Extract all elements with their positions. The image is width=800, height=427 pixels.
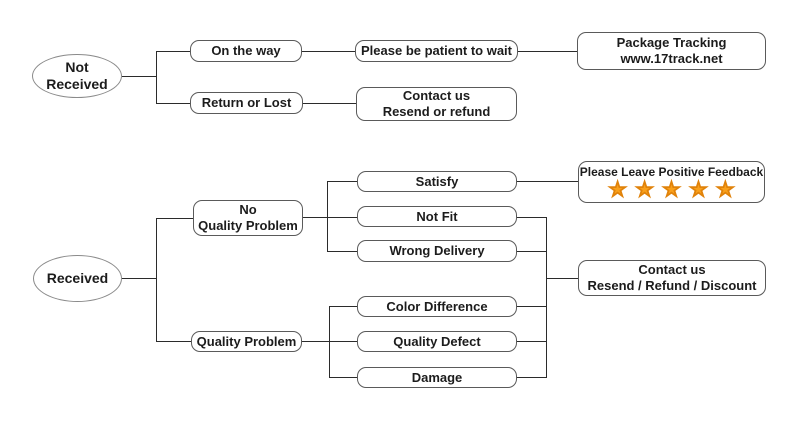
connector-line xyxy=(517,251,547,252)
node-on-the-way: On the way xyxy=(190,40,302,62)
contact-us-2-label-line1: Contact us xyxy=(638,262,706,277)
connector-line xyxy=(327,217,357,218)
connector-line xyxy=(517,341,547,342)
not-fit-label: Not Fit xyxy=(416,208,458,224)
connector-line xyxy=(156,103,190,104)
received-label: Received xyxy=(46,270,109,286)
node-return-or-lost: Return or Lost xyxy=(190,92,303,114)
connector-line xyxy=(302,51,355,52)
node-wrong-delivery: Wrong Delivery xyxy=(357,240,517,262)
connector-line xyxy=(518,51,577,52)
package-tracking-label-line2: www.17track.net xyxy=(620,51,723,66)
node-contact-us-resend-refund-discount: Contact us Resend / Refund / Discount xyxy=(578,260,766,296)
return-or-lost-label: Return or Lost xyxy=(201,95,292,110)
wrong-delivery-label: Wrong Delivery xyxy=(389,243,485,258)
connector-line xyxy=(546,217,547,378)
node-contact-us-resend-refund: Contact us Resend or refund xyxy=(356,87,517,121)
node-satisfy: Satisfy xyxy=(357,171,517,192)
not-received-label-line1: Not xyxy=(65,59,89,75)
star-icon: ★ xyxy=(662,178,681,201)
positive-feedback-label: Please Leave Positive Feedback xyxy=(579,164,764,179)
connector-line xyxy=(327,251,357,252)
please-be-patient-label: Please be patient to wait xyxy=(361,43,512,58)
contact-us-label-line1: Contact us xyxy=(402,88,471,103)
node-color-difference: Color Difference xyxy=(357,296,517,317)
five-star-rating: ★ ★ ★ ★ ★ xyxy=(608,178,735,201)
connector-line xyxy=(546,278,578,279)
node-damage: Damage xyxy=(357,367,517,388)
node-positive-feedback: Please Leave Positive Feedback ★ ★ ★ ★ ★ xyxy=(578,161,765,203)
connector-line xyxy=(122,278,156,279)
connector-line xyxy=(122,76,156,77)
node-no-quality-problem: No Quality Problem xyxy=(193,200,303,236)
connector-line xyxy=(156,341,191,342)
star-icon: ★ xyxy=(716,178,735,201)
contact-us-2-label-line2: Resend / Refund / Discount xyxy=(587,278,757,293)
connector-line xyxy=(327,181,328,252)
connector-line xyxy=(517,181,578,182)
connector-line xyxy=(302,341,330,342)
quality-problem-label: Quality Problem xyxy=(196,333,297,349)
color-difference-label: Color Difference xyxy=(386,298,488,314)
damage-label: Damage xyxy=(411,369,463,385)
connector-line xyxy=(156,218,157,341)
node-quality-problem: Quality Problem xyxy=(191,331,302,352)
connector-line xyxy=(517,217,547,218)
connector-line xyxy=(329,306,330,378)
on-the-way-label: On the way xyxy=(211,43,281,58)
star-icon: ★ xyxy=(635,178,654,201)
contact-us-label-line2: Resend or refund xyxy=(382,104,491,119)
quality-defect-label: Quality Defect xyxy=(393,333,481,349)
node-not-fit: Not Fit xyxy=(357,206,517,227)
no-quality-problem-label-line2: Quality Problem xyxy=(198,218,298,233)
connector-line xyxy=(329,377,357,378)
no-quality-problem-label-line1: No xyxy=(239,202,257,217)
connector-line xyxy=(517,377,547,378)
start-node-received: Received xyxy=(33,255,122,302)
connector-line xyxy=(517,306,547,307)
star-icon: ★ xyxy=(689,178,708,201)
start-node-not-received: Not Received xyxy=(32,54,122,98)
satisfy-label: Satisfy xyxy=(415,173,459,189)
connector-line xyxy=(329,341,357,342)
node-package-tracking: Package Tracking www.17track.net xyxy=(577,32,766,70)
node-quality-defect: Quality Defect xyxy=(357,331,517,352)
node-please-be-patient: Please be patient to wait xyxy=(355,40,518,62)
star-icon: ★ xyxy=(608,178,627,201)
connector-line xyxy=(156,218,193,219)
connector-line xyxy=(303,103,356,104)
connector-line xyxy=(156,51,190,52)
not-received-label-line2: Received xyxy=(46,76,108,92)
connector-line xyxy=(327,181,357,182)
connector-line xyxy=(329,306,357,307)
connector-line xyxy=(303,217,328,218)
package-tracking-label-line1: Package Tracking xyxy=(616,35,727,50)
connector-line xyxy=(156,51,157,103)
